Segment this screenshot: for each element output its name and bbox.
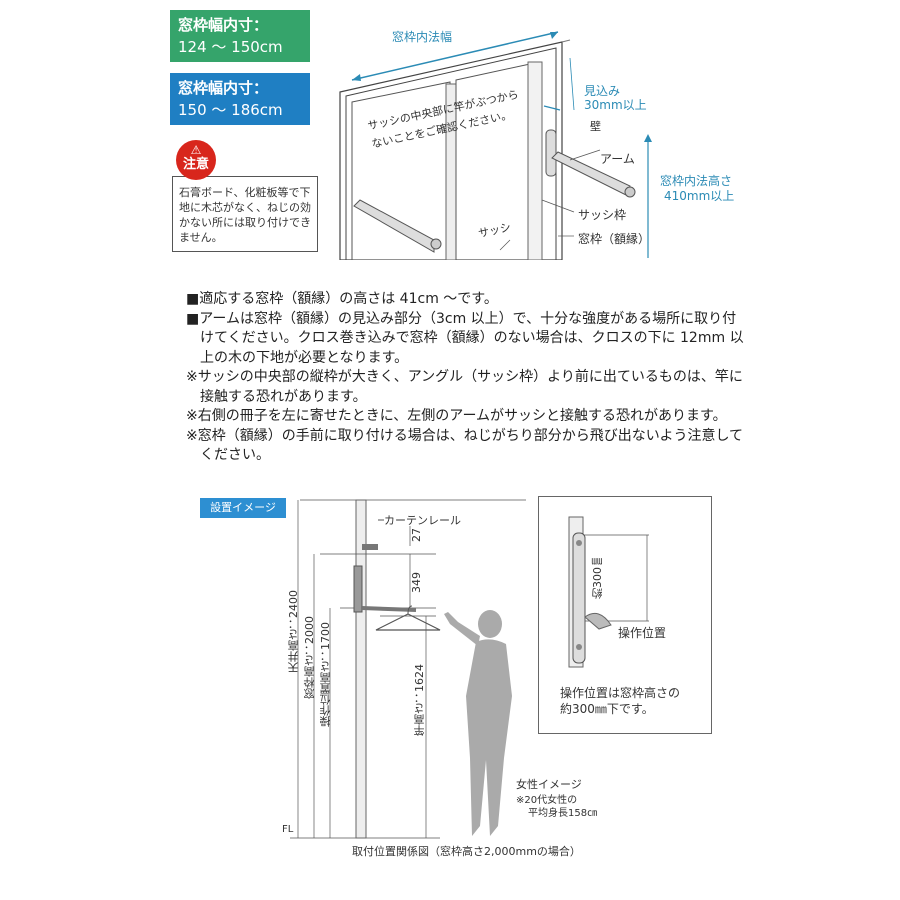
inset-dim-300: 約300㎜ [591,556,604,599]
inner-height-label-2: 410mm以上 [664,189,735,203]
window-frame-label: 窓枠（額縁） [578,232,651,246]
inner-width-dimension [351,31,559,81]
operation-height-label: 操作位置高さ：1700 [319,622,332,727]
woman-label-3: 平均身長158㎝ [528,808,598,819]
sash-left [351,81,451,260]
frame-height-label: 窓枠高さ：2000 [303,616,316,699]
arm-bracket [572,532,586,664]
width-badge-150-186: 窓枠幅内寸： 150 〜 186cm [170,73,310,125]
badge-range: 124 〜 150cm [178,38,283,56]
woman-label-2: ※20代女性の [516,795,578,806]
wall [355,499,367,839]
note-5: ※窓枠（額縁）の手前に取り付ける場合は、ねじがちり部分から飛び出ないよう注意して… [186,427,744,464]
badge-range: 150 〜 186cm [178,101,283,119]
sash-frame [527,61,543,260]
inset-drawing [568,516,649,668]
note-3: ※サッシの中央部の縦枠が大きく、アングル（サッシ枠）より前に出ているものは、竿に… [186,369,743,405]
right-arm [551,151,631,197]
note-2: ■アームは窓枠（額縁）の見込み部分（3cm 以上）で、十分な強度がある場所に取り… [186,310,744,366]
arm-label: アーム [600,152,635,166]
dim-349: 349 [410,572,423,593]
diagram-caption: 取付位置関係図（窓枠高さ2,000mmの場合） [352,845,581,858]
caution-box: 石膏ボード、化粧板等で下地に木芯がなく、ねじの効かない所には取り付けできません。 [172,176,318,252]
frame-outline [339,41,563,260]
wall-label: 壁 [590,120,601,133]
note-4: ※右側の冊子を左に寄せたときに、左側のアームがサッシと接触する恐れがあります。 [186,408,727,424]
inner-width-label: 窓枠内法幅 [392,30,453,44]
woman-silhouette-icon [444,610,512,836]
installation-diagram [290,499,526,839]
curtain-rail-label: カーテンレール [384,514,461,527]
depth-label-1: 見込み [584,84,621,98]
badge-title: 窓枠幅内寸： [178,16,269,34]
curtain-rail [362,544,378,550]
depth-dimension [543,105,561,111]
bracket [353,565,363,613]
floor-level-label: FL [282,824,294,835]
install-image-tag: 設置イメージ [200,498,286,518]
frame-inner-outline [345,47,557,260]
dim-27: 27 [410,528,423,542]
operation-position-label: 操作位置 [618,626,667,640]
arm [361,606,417,612]
ceiling-height-label: 天井高さ：2400 [287,590,300,673]
notes: ■適応する窓枠（額縁）の高さは 41cm 〜です。 ■アームは窓枠（額縁）の見込… [186,290,746,466]
sash-frame-label: サッシ枠 [578,208,627,222]
width-badge-124-150: 窓枠幅内寸： 124 〜 150cm [170,10,310,62]
caution-badge: ⚠ 注意 [176,140,216,180]
note-1: ■適応する窓枠（額縁）の高さは 41cm 〜です。 [186,291,498,307]
depth-label-2: 30mm以上 [584,98,647,112]
sash-right [455,63,531,260]
right-arm-bracket [545,129,557,177]
operation-inset [538,496,712,734]
window-frame-diagram [330,20,660,260]
hand-icon [584,612,612,630]
hanger-icon [375,613,441,631]
woman-label-1: 女性イメージ [516,778,582,791]
inner-height-label-1: 窓枠内法高さ [660,174,733,188]
warning-triangle-icon: ⚠ [190,143,202,157]
pole-height-label: 竿高さ：1624 [413,664,426,736]
badge-title: 窓枠幅内寸： [178,79,269,97]
caution-text: 石膏ボード、化粧板等で下地に木芯がなく、ねじの効かない所には取り付けできません。 [179,186,311,244]
inset-text-2: 約300㎜下です。 [560,702,654,716]
inset-text-1: 操作位置は窓枠高さの [560,686,681,700]
caution-label: 注意 [182,157,209,172]
